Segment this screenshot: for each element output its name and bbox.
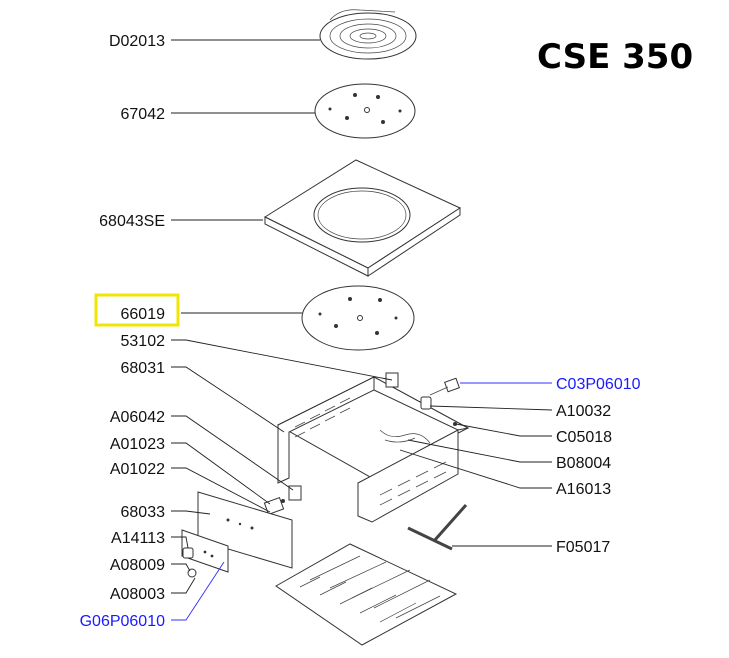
part-rod-F05017 xyxy=(407,504,468,551)
part-bottom-plate xyxy=(275,543,458,646)
label-68043SE: 68043SE xyxy=(99,213,165,230)
label-G06P06010: G06P06010 xyxy=(80,613,166,630)
part-chassis-68031 xyxy=(276,376,470,523)
label-A06042: A06042 xyxy=(110,409,165,426)
label-67042: 67042 xyxy=(121,106,166,123)
label-A08009: A08009 xyxy=(110,557,165,574)
label-B08004: B08004 xyxy=(556,455,611,472)
label-A08003: A08003 xyxy=(110,586,165,603)
diagram-title: CSE 350 xyxy=(537,37,693,77)
part-right-terminal-components xyxy=(420,377,460,426)
part-heating-coil xyxy=(319,9,417,60)
label-C03P06010: C03P06010 xyxy=(556,376,641,393)
part-control-panel-68033 xyxy=(197,491,293,569)
label-F05017: F05017 xyxy=(556,539,610,556)
part-top-panel-68043SE xyxy=(263,159,462,277)
part-plate-67042 xyxy=(314,83,416,139)
label-A14113: A14113 xyxy=(111,530,165,547)
highlight-box-66019 xyxy=(94,293,180,327)
leader-lines-right xyxy=(399,382,553,547)
labels-left: D02013 67042 68043SE 66019 53102 68031 A… xyxy=(80,33,166,630)
label-66019: 66019 xyxy=(121,306,166,323)
label-68031: 68031 xyxy=(121,360,166,377)
labels-right: C03P06010 A10032 C05018 B08004 A16013 F0… xyxy=(556,376,641,556)
label-53102: 53102 xyxy=(121,333,166,350)
leader-lines-left xyxy=(171,39,393,621)
label-D02013: D02013 xyxy=(109,33,165,50)
label-A16013: A16013 xyxy=(556,481,611,498)
label-A10032: A10032 xyxy=(556,403,611,420)
label-C05018: C05018 xyxy=(556,429,612,446)
label-A01023: A01023 xyxy=(110,436,165,453)
label-A01022: A01022 xyxy=(110,461,165,478)
label-68033: 68033 xyxy=(121,504,166,521)
part-plate-66019 xyxy=(301,285,415,351)
part-left-connectors xyxy=(263,485,302,516)
